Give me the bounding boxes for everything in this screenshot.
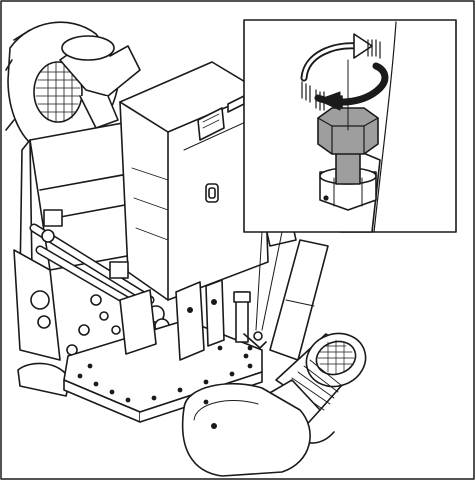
clockwise-arrow-icon bbox=[300, 33, 389, 111]
control-cabinet bbox=[119, 61, 269, 301]
lower-left-assembly bbox=[13, 249, 121, 397]
detail-inset bbox=[243, 19, 457, 233]
dust-port bbox=[59, 35, 141, 129]
belt-housing bbox=[181, 382, 311, 477]
toggle-switch-icon bbox=[205, 183, 219, 203]
leader-line bbox=[255, 231, 263, 331]
adjustment-post bbox=[233, 291, 267, 351]
